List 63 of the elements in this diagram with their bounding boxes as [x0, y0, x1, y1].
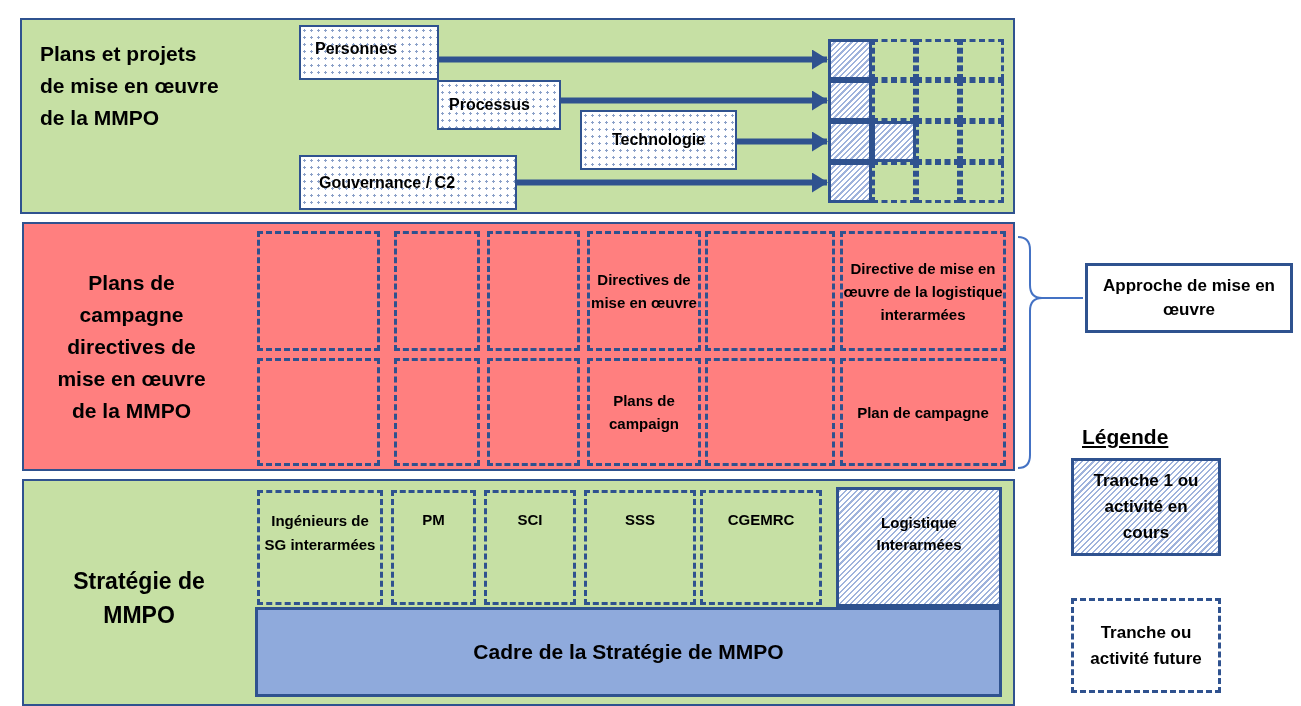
- dashed-box: [705, 231, 835, 351]
- section-band: [22, 222, 1015, 471]
- box-text: Gouvernance / C2: [319, 172, 456, 193]
- dashed-cell: [960, 39, 1004, 80]
- section-band: [20, 18, 1015, 214]
- legend-text: Tranche 1 ou activité en cours: [1092, 470, 1200, 544]
- hatched-cell: [828, 162, 872, 203]
- dashed-cell: [916, 162, 960, 203]
- box-text: Personnes: [315, 39, 397, 59]
- section-band: [22, 479, 1015, 706]
- label-box: [299, 25, 439, 80]
- box-text: Technologie: [611, 130, 705, 150]
- arrow: [561, 90, 828, 111]
- box-text: Processus: [449, 95, 530, 115]
- dashed-box: [840, 231, 1006, 351]
- hatched-box: [836, 487, 1002, 607]
- legend-text: Tranche ou activité future: [1089, 621, 1203, 670]
- dashed-box: [487, 358, 580, 466]
- label-box: [437, 80, 561, 130]
- dashed-box: [705, 358, 835, 466]
- box-text: SSS: [625, 510, 655, 530]
- dashed-cell: [916, 121, 960, 162]
- box-text: SCI: [517, 510, 543, 530]
- hatched-cell: [828, 39, 872, 80]
- dashed-box: [587, 231, 701, 351]
- box-text: CGEMRC: [727, 510, 795, 530]
- box-text: Ingénieurs de SG interarmées: [263, 511, 377, 555]
- dashed-box: [394, 358, 480, 466]
- box-text: Cadre de la Stratégie de MMPO: [473, 639, 784, 666]
- arrow: [517, 172, 828, 193]
- dashed-box: [394, 231, 480, 351]
- dashed-cell: [916, 80, 960, 121]
- dashed-cell: [960, 162, 1004, 203]
- box-text: PM: [422, 510, 445, 530]
- dashed-box: [257, 358, 380, 466]
- dashed-cell: [872, 39, 916, 80]
- dashed-cell: [960, 121, 1004, 162]
- box-text: Plans et projets de mise en œuvre de la MMPO: [40, 41, 220, 131]
- dashed-cell: [872, 162, 916, 203]
- hatched-cell: [872, 121, 916, 162]
- approach-box: [1085, 263, 1293, 333]
- box-text: Plan de campagne: [857, 402, 989, 423]
- dashed-cell: [916, 39, 960, 80]
- dashed-box: [840, 358, 1006, 466]
- dashed-box: [257, 231, 380, 351]
- dashed-box: [587, 358, 701, 466]
- box-text: Stratégie de MMPO: [72, 566, 206, 630]
- legend-title: Légende: [1082, 424, 1169, 450]
- dashed-cell: [960, 80, 1004, 121]
- framework-box: [255, 607, 1002, 697]
- box-text: Directives de mise en œuvre: [590, 270, 698, 313]
- box-text: Plans de campaign: [608, 391, 680, 434]
- hatched-cell: [828, 80, 872, 121]
- hatched-cell: [828, 121, 872, 162]
- dashed-box: [487, 231, 580, 351]
- box-text: Logistique Interarmées: [875, 513, 963, 555]
- box-text: Approche de mise en œuvre: [1102, 275, 1276, 321]
- label-box: [299, 155, 517, 210]
- box-text: Plans de campagne directives de mise en œuvre de la MMPO: [56, 269, 207, 424]
- arrow: [737, 131, 828, 152]
- label-box: [580, 110, 737, 170]
- box-text: Directive de mise en œuvre de la logistique interarmées: [843, 258, 1003, 325]
- arrow: [439, 49, 828, 70]
